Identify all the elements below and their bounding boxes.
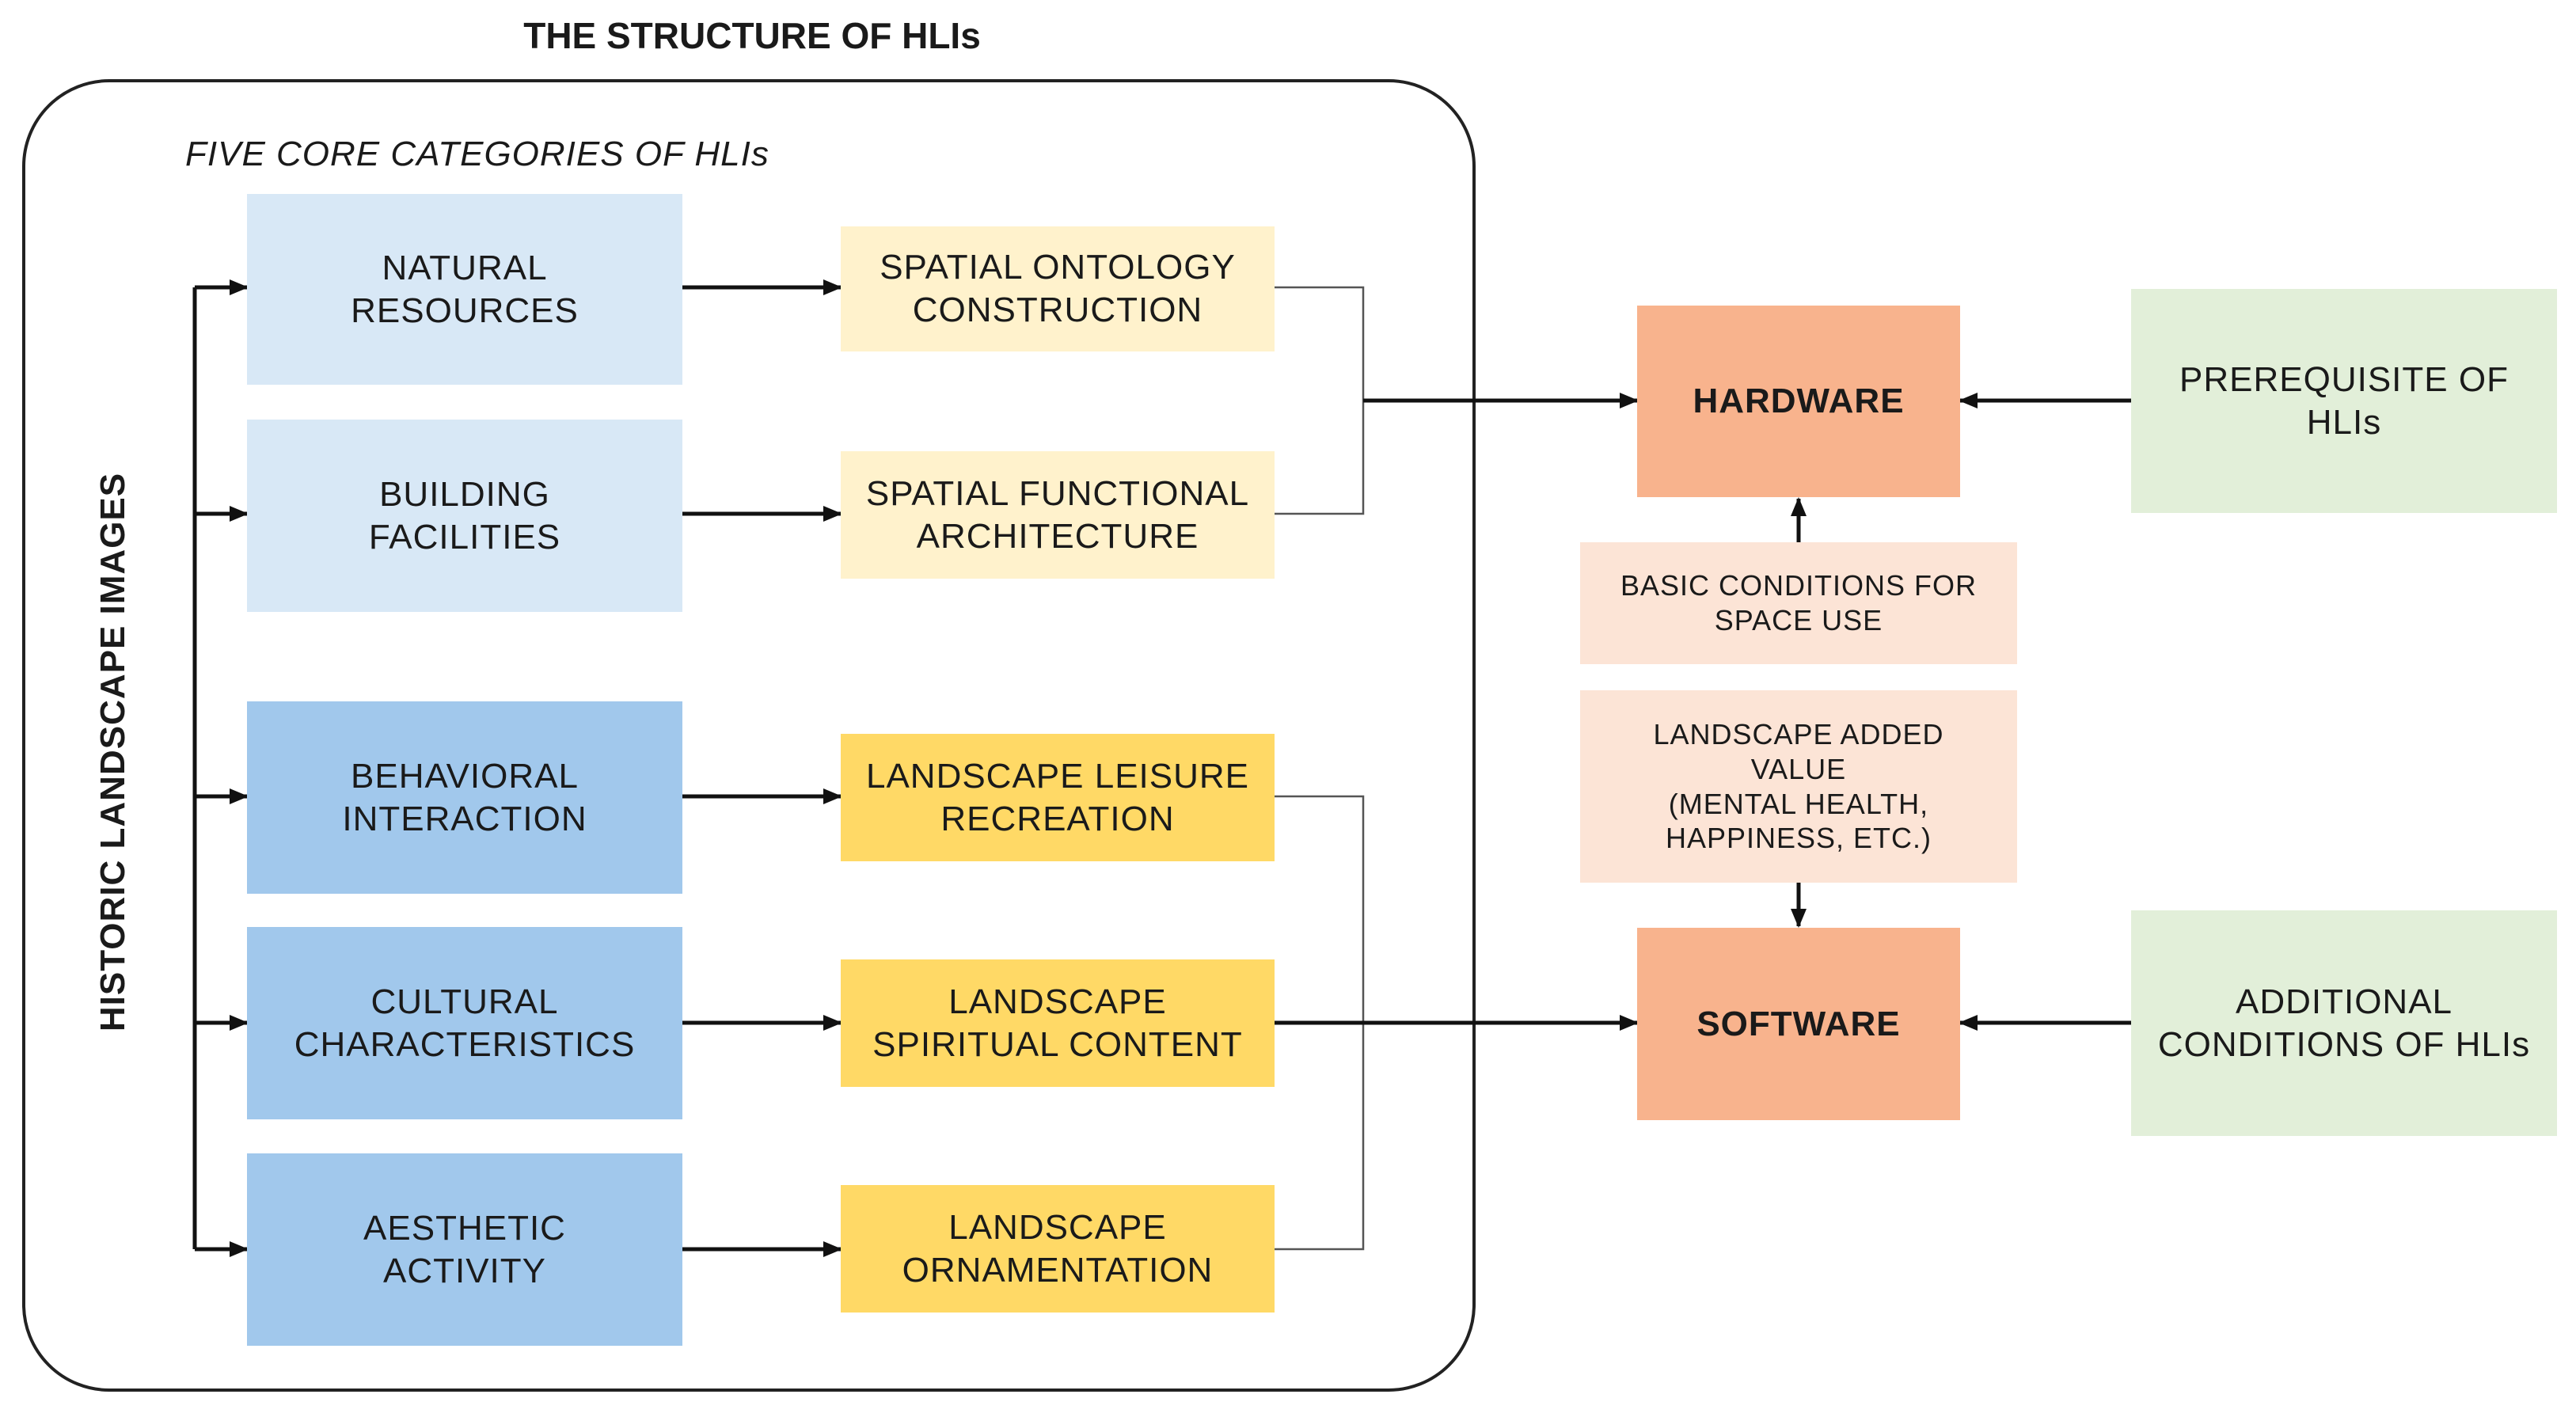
upper-bracket-line: [1275, 286, 1365, 515]
added-value-box: LANDSCAPE ADDED VALUE (MENTAL HEALTH, HA…: [1580, 690, 2017, 883]
basic-conditions-box: BASIC CONDITIONS FOR SPACE USE: [1580, 542, 2017, 664]
prerequisite-box: PREREQUISITE OF HLIs: [2131, 289, 2557, 513]
software-box: SOFTWARE: [1637, 928, 1960, 1120]
diagram-title: THE STRUCTURE OF HLIs: [523, 15, 981, 56]
category-natural-resources: NATURAL RESOURCES: [247, 194, 682, 385]
outcome-landscape-ornamentation: LANDSCAPE ORNAMENTATION: [841, 1185, 1275, 1313]
hardware-box: HARDWARE: [1637, 306, 1960, 497]
category-cultural-characteristics: CULTURAL CHARACTERISTICS: [247, 927, 682, 1119]
outcome-landscape-leisure-recreation: LANDSCAPE LEISURE RECREATION: [841, 734, 1275, 861]
frame-label: FIVE CORE CATEGORIES OF HLIs: [185, 135, 769, 173]
category-aesthetic-activity: AESTHETIC ACTIVITY: [247, 1153, 682, 1346]
category-behavioral-interaction: BEHAVIORAL INTERACTION: [247, 701, 682, 894]
outcome-spatial-functional-architecture: SPATIAL FUNCTIONAL ARCHITECTURE: [841, 451, 1275, 579]
additional-conditions-box: ADDITIONAL CONDITIONS OF HLIs: [2131, 910, 2557, 1136]
outcome-landscape-spiritual-content: LANDSCAPE SPIRITUAL CONTENT: [841, 959, 1275, 1087]
category-building-facilities: BUILDING FACILITIES: [247, 420, 682, 612]
core-categories-frame: [22, 79, 1476, 1392]
outcome-spatial-ontology-construction: SPATIAL ONTOLOGY CONSTRUCTION: [841, 226, 1275, 351]
